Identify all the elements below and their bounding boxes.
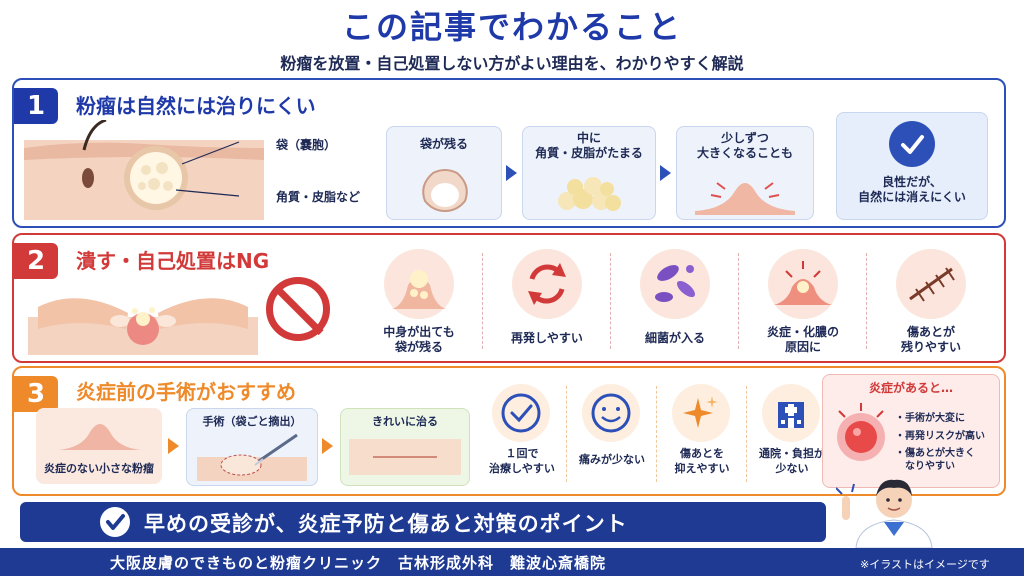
inflamed-bump-icon [768, 249, 838, 319]
section-3: 3 炎症前の手術がおすすめ 炎症のない小さな粉瘤 手術（袋ごと摘出） きれいに治… [12, 366, 1006, 496]
squeezed-cyst-icon [384, 249, 454, 319]
section-2: 2 潰す・自己処置はNG 中身が出ても 袋が残る 再発しやすい 細菌が入る [12, 233, 1006, 363]
inflamed-red-bump-icon [837, 403, 885, 461]
section-1-number: 1 [14, 88, 58, 124]
illustration-note: ※イラストはイメージです [860, 558, 990, 571]
step-label: 炎症のない小さな粉瘤 [44, 462, 154, 475]
item-label: 傷あとが 残りやすい [900, 325, 961, 354]
warning-point: ・傷あとが大きく なりやすい [895, 448, 975, 472]
empty-sac-icon [422, 169, 468, 213]
divider [746, 386, 747, 482]
benefit-label: 傷あとを 抑えやすい [674, 447, 730, 475]
step-label: きれいに治る [372, 415, 438, 428]
healed-skin-icon [349, 439, 461, 475]
card-sac-remains-label: 袋が残る [419, 137, 468, 151]
card-benign-not-disappear: 良性だが、 自然には消えにくい [836, 112, 988, 220]
benefit-label: 痛みが少ない [579, 453, 645, 466]
clinic-name: 大阪皮膚のできものと粉瘤クリニック 古林形成外科 難波心斎橋院 [110, 554, 607, 572]
card-grows-gradually-label: 少しずつ 大きくなることも [696, 131, 793, 160]
check-circle-icon [492, 384, 550, 442]
step-small-cyst: 炎症のない小さな粉瘤 [36, 408, 162, 484]
page-title: この記事でわかること [341, 8, 682, 46]
bacteria-icon [640, 249, 710, 319]
item-label: 中身が出ても 袋が残る [383, 325, 455, 354]
item-inflammation-cause: 炎症・化膿の 原因に [748, 245, 858, 357]
item-label: 炎症・化膿の 原因に [766, 325, 839, 354]
card-grows-gradually: 少しずつ 大きくなることも [676, 126, 814, 220]
benefit-less-burden: 通院・負担が 少ない [750, 380, 834, 490]
section-1: 1 粉瘤は自然には治りにくい 袋（嚢胞） 角質・皮脂など 袋が残る 中に 角質・… [12, 78, 1006, 228]
section-2-title: 潰す・自己処置はNG [76, 249, 270, 273]
doctor-illustration [836, 479, 933, 548]
item-bacteria-enter: 細菌が入る [620, 245, 730, 357]
check-circle-icon [100, 507, 130, 537]
step-label: 手術（袋ごと摘出） [202, 415, 302, 428]
benefit-one-treatment: １回で 治療しやすい [482, 380, 562, 490]
small-bump-icon [58, 424, 142, 450]
cyst-cross-section-illustration [24, 120, 264, 220]
scar-stitches-icon [896, 249, 966, 319]
section-1-title: 粉瘤は自然には治りにくい [76, 94, 316, 118]
benefit-less-pain: 痛みが少ない [572, 380, 652, 490]
label-sac: 袋（嚢胞） [276, 138, 337, 152]
step-surgery: 手術（袋ごと摘出） [186, 408, 318, 486]
divider [656, 386, 657, 482]
divider [738, 253, 739, 349]
item-sac-remains-after-squeeze: 中身が出ても 袋が残る [364, 245, 474, 357]
arrow-right-icon [660, 165, 671, 181]
item-label: 再発しやすい [511, 331, 583, 345]
label-content: 角質・皮脂など [276, 190, 361, 204]
section-3-number: 3 [14, 376, 58, 412]
card-keratin-accumulates-label: 中に 角質・皮脂がたまる [535, 131, 643, 160]
smile-face-icon [582, 384, 640, 442]
arrow-right-icon [168, 438, 179, 454]
banner-text: 早めの受診が、炎症予防と傷あと対策のポイント [144, 512, 628, 536]
keratin-pile-icon [558, 177, 621, 211]
footer-bar: 大阪皮膚のできものと粉瘤クリニック 古林形成外科 難波心斎橋院 ※イラストはイメ… [0, 548, 1024, 576]
card-sac-remains: 袋が残る [386, 126, 502, 220]
growing-bump-icon [695, 182, 795, 215]
hospital-icon [762, 384, 820, 442]
divider [566, 386, 567, 482]
benefit-label: 通院・負担が 少ない [759, 447, 825, 475]
arrow-right-icon [322, 438, 333, 454]
benefit-minimal-scar: 傷あとを 抑えやすい [662, 380, 742, 490]
section-2-number: 2 [14, 243, 58, 279]
key-point-banner: 早めの受診が、炎症予防と傷あと対策のポイント [20, 502, 826, 542]
item-scar-remains: 傷あとが 残りやすい [876, 245, 986, 357]
arrow-right-icon [506, 165, 517, 181]
divider [482, 253, 483, 349]
card-keratin-accumulates: 中に 角質・皮脂がたまる [522, 126, 656, 220]
inflammation-warning-box: 炎症があると… ・手術が大変に ・再発リスクが高い ・傷あとが大きく なりやすい [822, 374, 1000, 488]
warning-title: 炎症があると… [868, 381, 953, 395]
step-heals-cleanly: きれいに治る [340, 408, 470, 486]
card-benign-label: 良性だが、 自然には消えにくい [858, 175, 966, 204]
warning-point: ・再発リスクが高い [895, 431, 985, 442]
section-3-title: 炎症前の手術がおすすめ [76, 380, 296, 404]
squeezing-fingers-illustration [28, 298, 258, 355]
prohibited-icon [266, 277, 330, 341]
item-recurrence: 再発しやすい [492, 245, 602, 357]
benefit-label: １回で 治療しやすい [489, 447, 555, 475]
check-shield-icon [889, 121, 935, 167]
scalpel-excision-icon [197, 433, 307, 481]
warning-point: ・手術が大変に [895, 413, 965, 424]
sparkle-icon [672, 384, 730, 442]
divider [610, 253, 611, 349]
refresh-cycle-icon [512, 249, 582, 319]
page-subtitle: 粉瘤を放置・自己処置しない方がよい理由を、わかりやすく解説 [280, 54, 744, 73]
divider [866, 253, 867, 349]
item-label: 細菌が入る [644, 331, 705, 345]
